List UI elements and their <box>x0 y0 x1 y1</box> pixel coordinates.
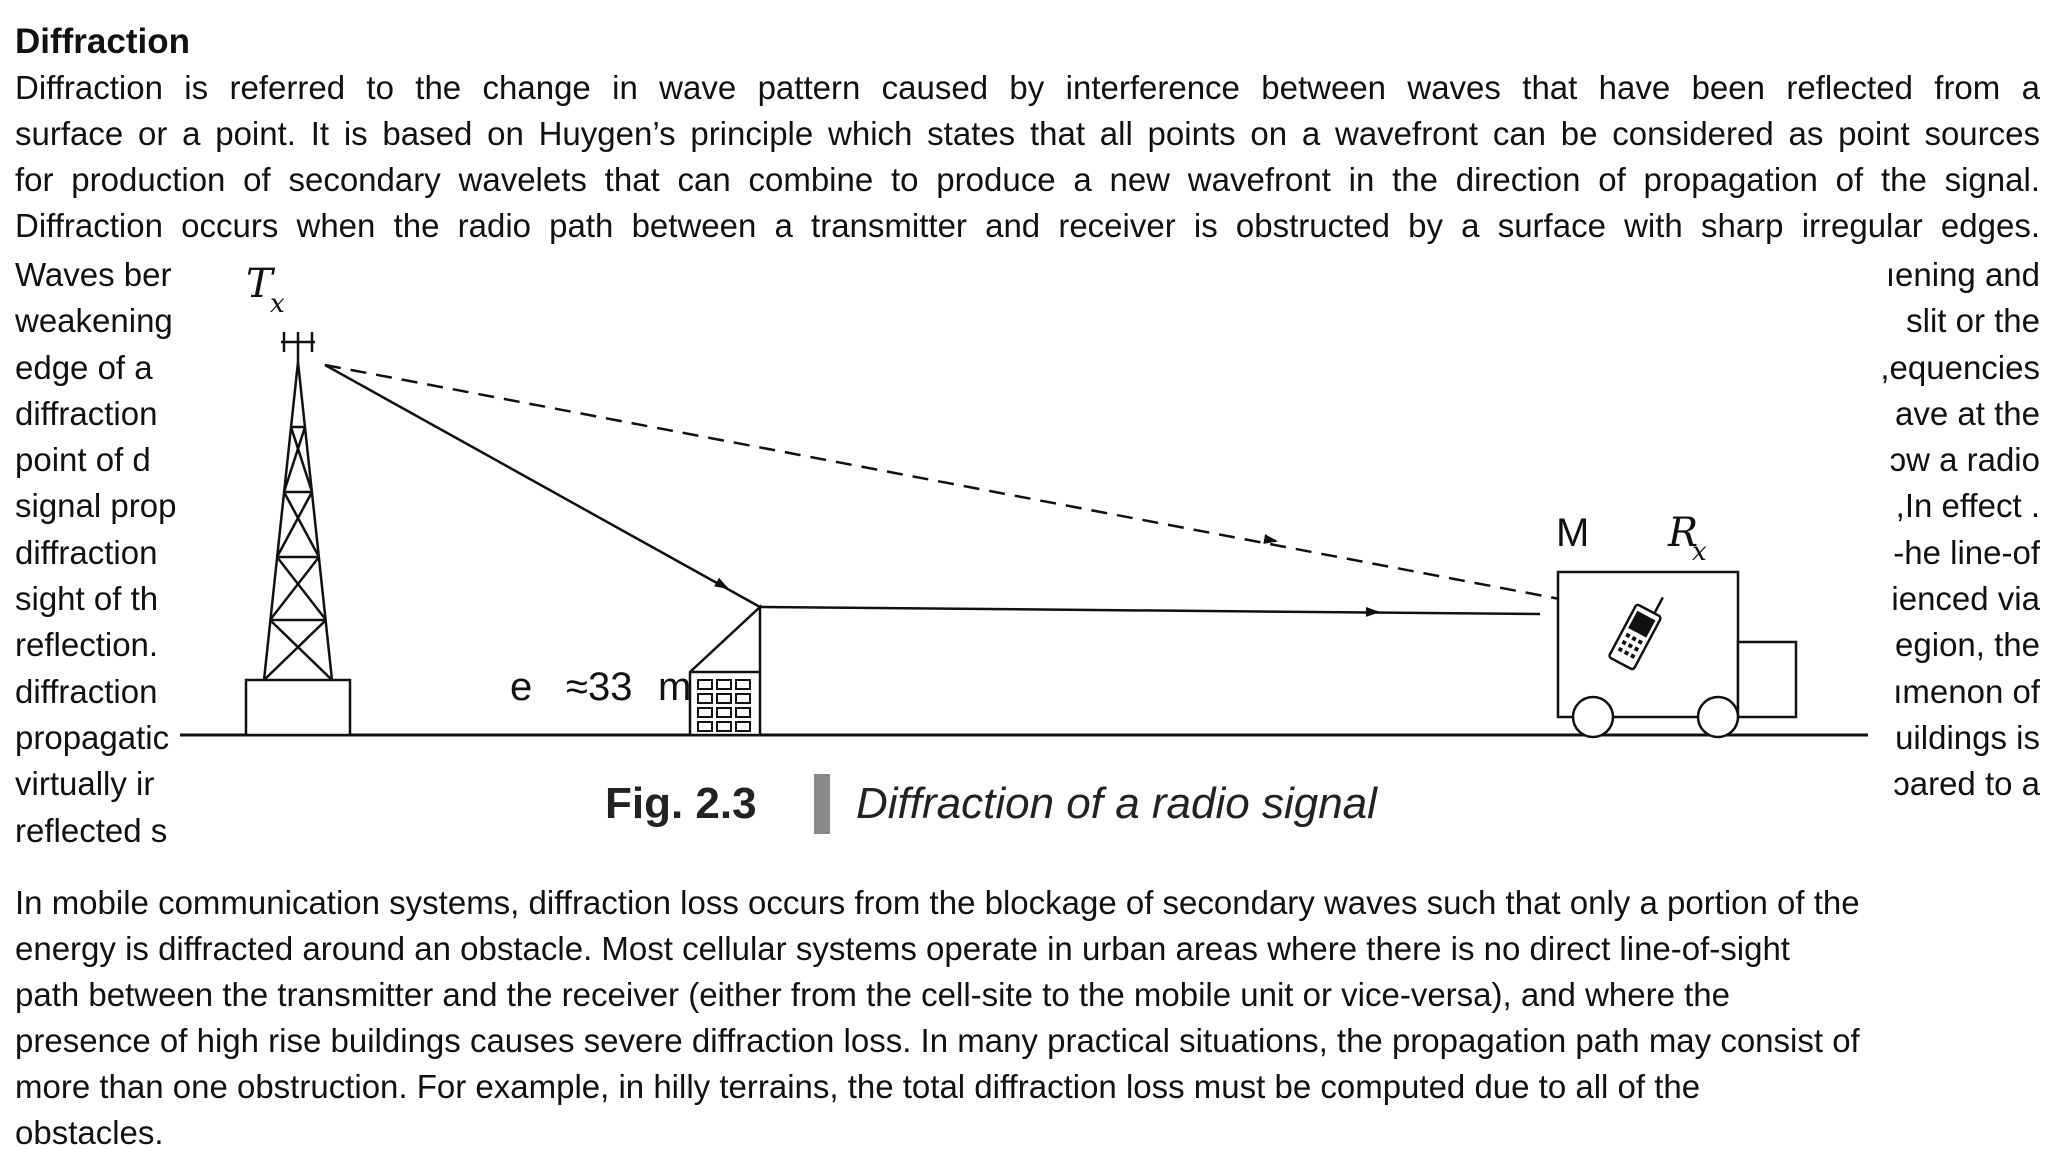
text-line: signal prop <box>15 483 180 529</box>
text-line: obstacles. <box>15 1110 2035 1156</box>
text-line: more than one obstruction. For example, … <box>15 1064 2035 1110</box>
text-line: diffraction <box>15 669 180 715</box>
building-height-label: ≈33 <box>566 665 632 709</box>
paragraph-intro: Diffraction is referred to the change in… <box>15 65 2040 249</box>
rx-subscript: x <box>1692 537 1707 567</box>
diffraction-diagram: T x e ≈33 <box>180 252 1868 852</box>
text-line: ıening and <box>1870 252 2040 298</box>
text-line: diffraction <box>15 530 180 576</box>
wrapped-text-right: ıening and slit or the equencies, ave at… <box>1870 252 2040 808</box>
incident-path <box>325 365 760 607</box>
text-line: Diffraction occurs when the radio path b… <box>15 203 2040 249</box>
building-label-m: m <box>658 665 691 709</box>
text-line: virtually ir <box>15 761 180 807</box>
figure-caption-number: Fig. 2.3 <box>605 779 757 828</box>
text-line: Waves ber <box>15 252 180 298</box>
text-line: sight of th <box>15 576 180 622</box>
text-line: diffraction <box>15 391 180 437</box>
caption-divider <box>814 774 830 834</box>
transmitter-tower-icon <box>246 332 350 735</box>
text-line: uildings is <box>1870 715 2040 761</box>
figure-caption-text: Diffraction of a radio signal <box>856 779 1378 828</box>
text-line: ɔw a radio <box>1870 437 2040 483</box>
text-line: In mobile communication systems, diffrac… <box>15 880 2035 926</box>
text-line: ımenon of <box>1870 669 2040 715</box>
text-line: reflection. <box>15 622 180 668</box>
mobile-label: M <box>1556 511 1589 555</box>
text-line: ave at the <box>1870 391 2040 437</box>
paragraph-diffraction-loss: In mobile communication systems, diffrac… <box>15 880 2035 1156</box>
text-line: energy is diffracted around an obstacle.… <box>15 926 2035 972</box>
wrapped-text-left: Waves ber weakening edge of a diffractio… <box>15 252 180 854</box>
text-line: egion, the <box>1870 622 2040 668</box>
text-line: weakening <box>15 298 180 344</box>
text-line: reflected s <box>15 808 180 854</box>
text-line: path between the transmitter and the rec… <box>15 972 2035 1018</box>
text-line: propagatic <box>15 715 180 761</box>
line-of-sight-path <box>325 365 1602 607</box>
text-line: for production of secondary wavelets tha… <box>15 157 2040 203</box>
text-line: . In effect, <box>1870 483 2040 529</box>
text-line: edge of a <box>15 345 180 391</box>
text-line: presence of high rise buildings causes s… <box>15 1018 2035 1064</box>
vehicle-icon <box>1558 572 1796 737</box>
diffracted-path <box>760 607 1540 614</box>
incident-arrow <box>720 584 727 588</box>
line-of-sight-arrow <box>1270 540 1276 541</box>
text-line: surface or a point. It is based on Huyge… <box>15 111 2040 157</box>
tx-subscript: x <box>270 289 285 319</box>
figure-diffraction: T x e ≈33 <box>180 252 1868 852</box>
building-label-e: e <box>510 665 532 709</box>
text-line: equencies, <box>1870 345 2040 391</box>
text-line: Diffraction is referred to the change in… <box>15 65 2040 111</box>
text-line: point of d <box>15 437 180 483</box>
section-heading: Diffraction <box>15 22 190 62</box>
text-line: he line-of- <box>1870 530 2040 576</box>
text-line: ɔared to a <box>1870 761 2040 807</box>
text-line: ienced via <box>1870 576 2040 622</box>
building-icon <box>690 607 760 735</box>
text-line: slit or the <box>1870 298 2040 344</box>
